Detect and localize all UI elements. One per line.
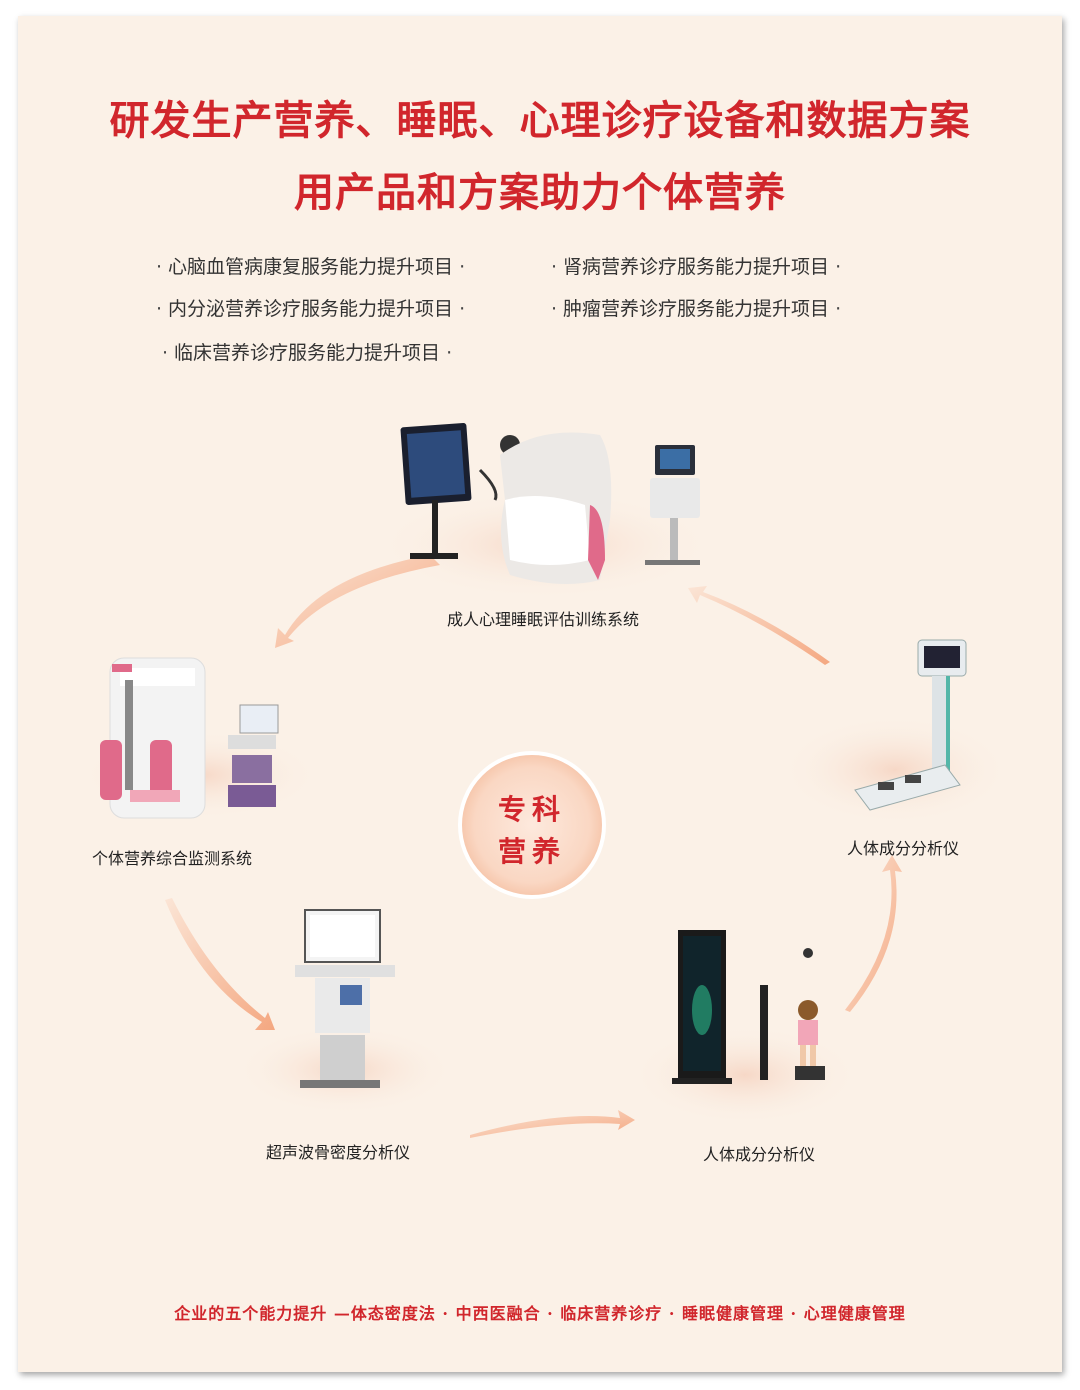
center-badge <box>460 753 604 897</box>
bullet-item: ·内分泌营养诊疗服务能力提升项目· <box>156 298 466 320</box>
bullet-item: ·心脑血管病康复服务能力提升项目· <box>156 256 466 278</box>
caption-right-product: 人体成分分析仪 <box>847 839 960 858</box>
caption-top-product: 成人心理睡眠评估训练系统 <box>447 610 640 629</box>
footer-text: 企业的五个能力提升 —体态密度法 · 中西医融合 · 临床营养诊疗 · 睡眠健康… <box>174 1304 906 1323</box>
arrow-top-to-left <box>275 555 440 648</box>
bullet-item: ·肿瘤营养诊疗服务能力提升项目· <box>551 298 842 320</box>
flow-arrows <box>165 555 902 1138</box>
center-badge-line1: 专科 <box>497 793 566 826</box>
floor-shadow <box>780 715 1010 825</box>
caption-bottom-right-product: 人体成分分析仪 <box>703 1145 816 1164</box>
body-composition-analyzer-image <box>854 639 967 811</box>
title-line-1: 研发生产营养、睡眠、心理诊疗设备和数据方案 <box>109 97 971 144</box>
caption-left-product: 个体营养综合监测系统 <box>92 849 253 868</box>
bullet-item: ·肾病营养诊疗服务能力提升项目· <box>551 256 842 278</box>
arrow-right-to-top <box>688 586 830 665</box>
center-badge-line2: 营养 <box>497 835 566 868</box>
bullet-item: ·临床营养诊疗服务能力提升项目· <box>162 342 453 364</box>
arrow-left-to-bottom <box>165 898 275 1030</box>
title-line-2: 用产品和方案助力个体营养 <box>294 169 786 216</box>
sleep-assessment-system-image <box>400 422 700 584</box>
arrow-right-up <box>845 855 902 1012</box>
body-scanner-kiosk-image <box>672 930 825 1084</box>
caption-bottom-left-product: 超声波骨密度分析仪 <box>266 1143 411 1162</box>
bone-densitometer-image <box>295 909 395 1088</box>
nutrition-monitoring-system-image <box>100 657 279 819</box>
arrow-bottom-to-right <box>470 1110 635 1138</box>
floor-shadow <box>630 1025 860 1125</box>
